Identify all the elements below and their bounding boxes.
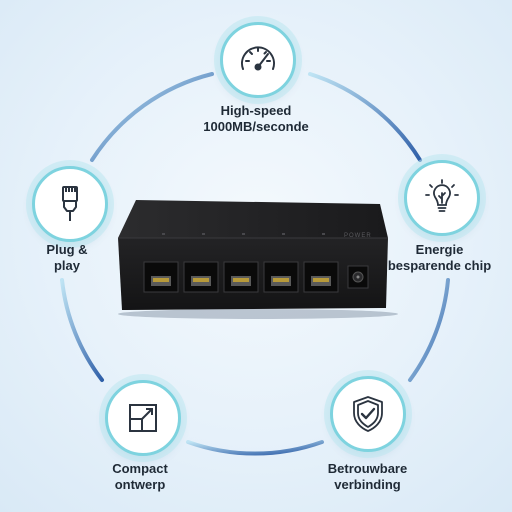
ethernet-port[interactable] [303, 261, 339, 293]
ring-arc-right [408, 278, 450, 382]
plug-label-line2: play [53, 258, 80, 273]
ethernet-port[interactable] [263, 261, 299, 293]
energy-label: Energie besparende chip [372, 242, 507, 274]
power-port[interactable] [347, 265, 369, 289]
reliable-feature-circle [330, 376, 406, 452]
device-top [118, 200, 388, 238]
energy-label-line1: Energie [415, 242, 464, 257]
reliable-label-line1: Betrouwbare [327, 461, 408, 476]
compact-label-line1: Compact [112, 461, 168, 476]
ethernet-plug-icon [62, 186, 78, 221]
lightbulb-leaf-icon [425, 179, 459, 212]
plug-label: Plug & play [17, 242, 117, 274]
device-shadow [118, 309, 398, 319]
ethernet-port[interactable] [183, 261, 219, 293]
resize-square-icon [129, 404, 157, 432]
reliable-label-line2: verbinding [334, 477, 401, 492]
speed-label-line1: High-speed [220, 103, 292, 118]
ring-arc-top-left [90, 72, 214, 162]
reliable-label: Betrouwbare verbinding [305, 461, 430, 493]
energy-feature-circle [404, 160, 480, 236]
ethernet-ports [143, 261, 339, 293]
ring-arc-top-right [308, 72, 422, 162]
plug-label-line1: Plug & [46, 242, 88, 257]
port-leds [162, 233, 325, 235]
speed-feature-circle [220, 22, 296, 98]
power-label: POWER [344, 233, 372, 239]
shield-check-icon [353, 396, 383, 432]
energy-label-line2: besparende chip [387, 258, 492, 273]
ring-arc-bottom [186, 440, 324, 456]
plug-feature-circle [32, 166, 108, 242]
network-switch: POWER [118, 200, 398, 319]
ethernet-port[interactable] [143, 261, 179, 293]
compact-label-line2: ontwerp [114, 477, 166, 492]
ring-arc-left [60, 278, 104, 382]
speed-label: High-speed 1000MB/seconde [176, 103, 336, 135]
ethernet-port[interactable] [223, 261, 259, 293]
speedometer-icon [241, 46, 275, 71]
compact-feature-circle [105, 380, 181, 456]
compact-label: Compact ontwerp [90, 461, 190, 493]
speed-label-line2: 1000MB/seconde [203, 119, 309, 134]
